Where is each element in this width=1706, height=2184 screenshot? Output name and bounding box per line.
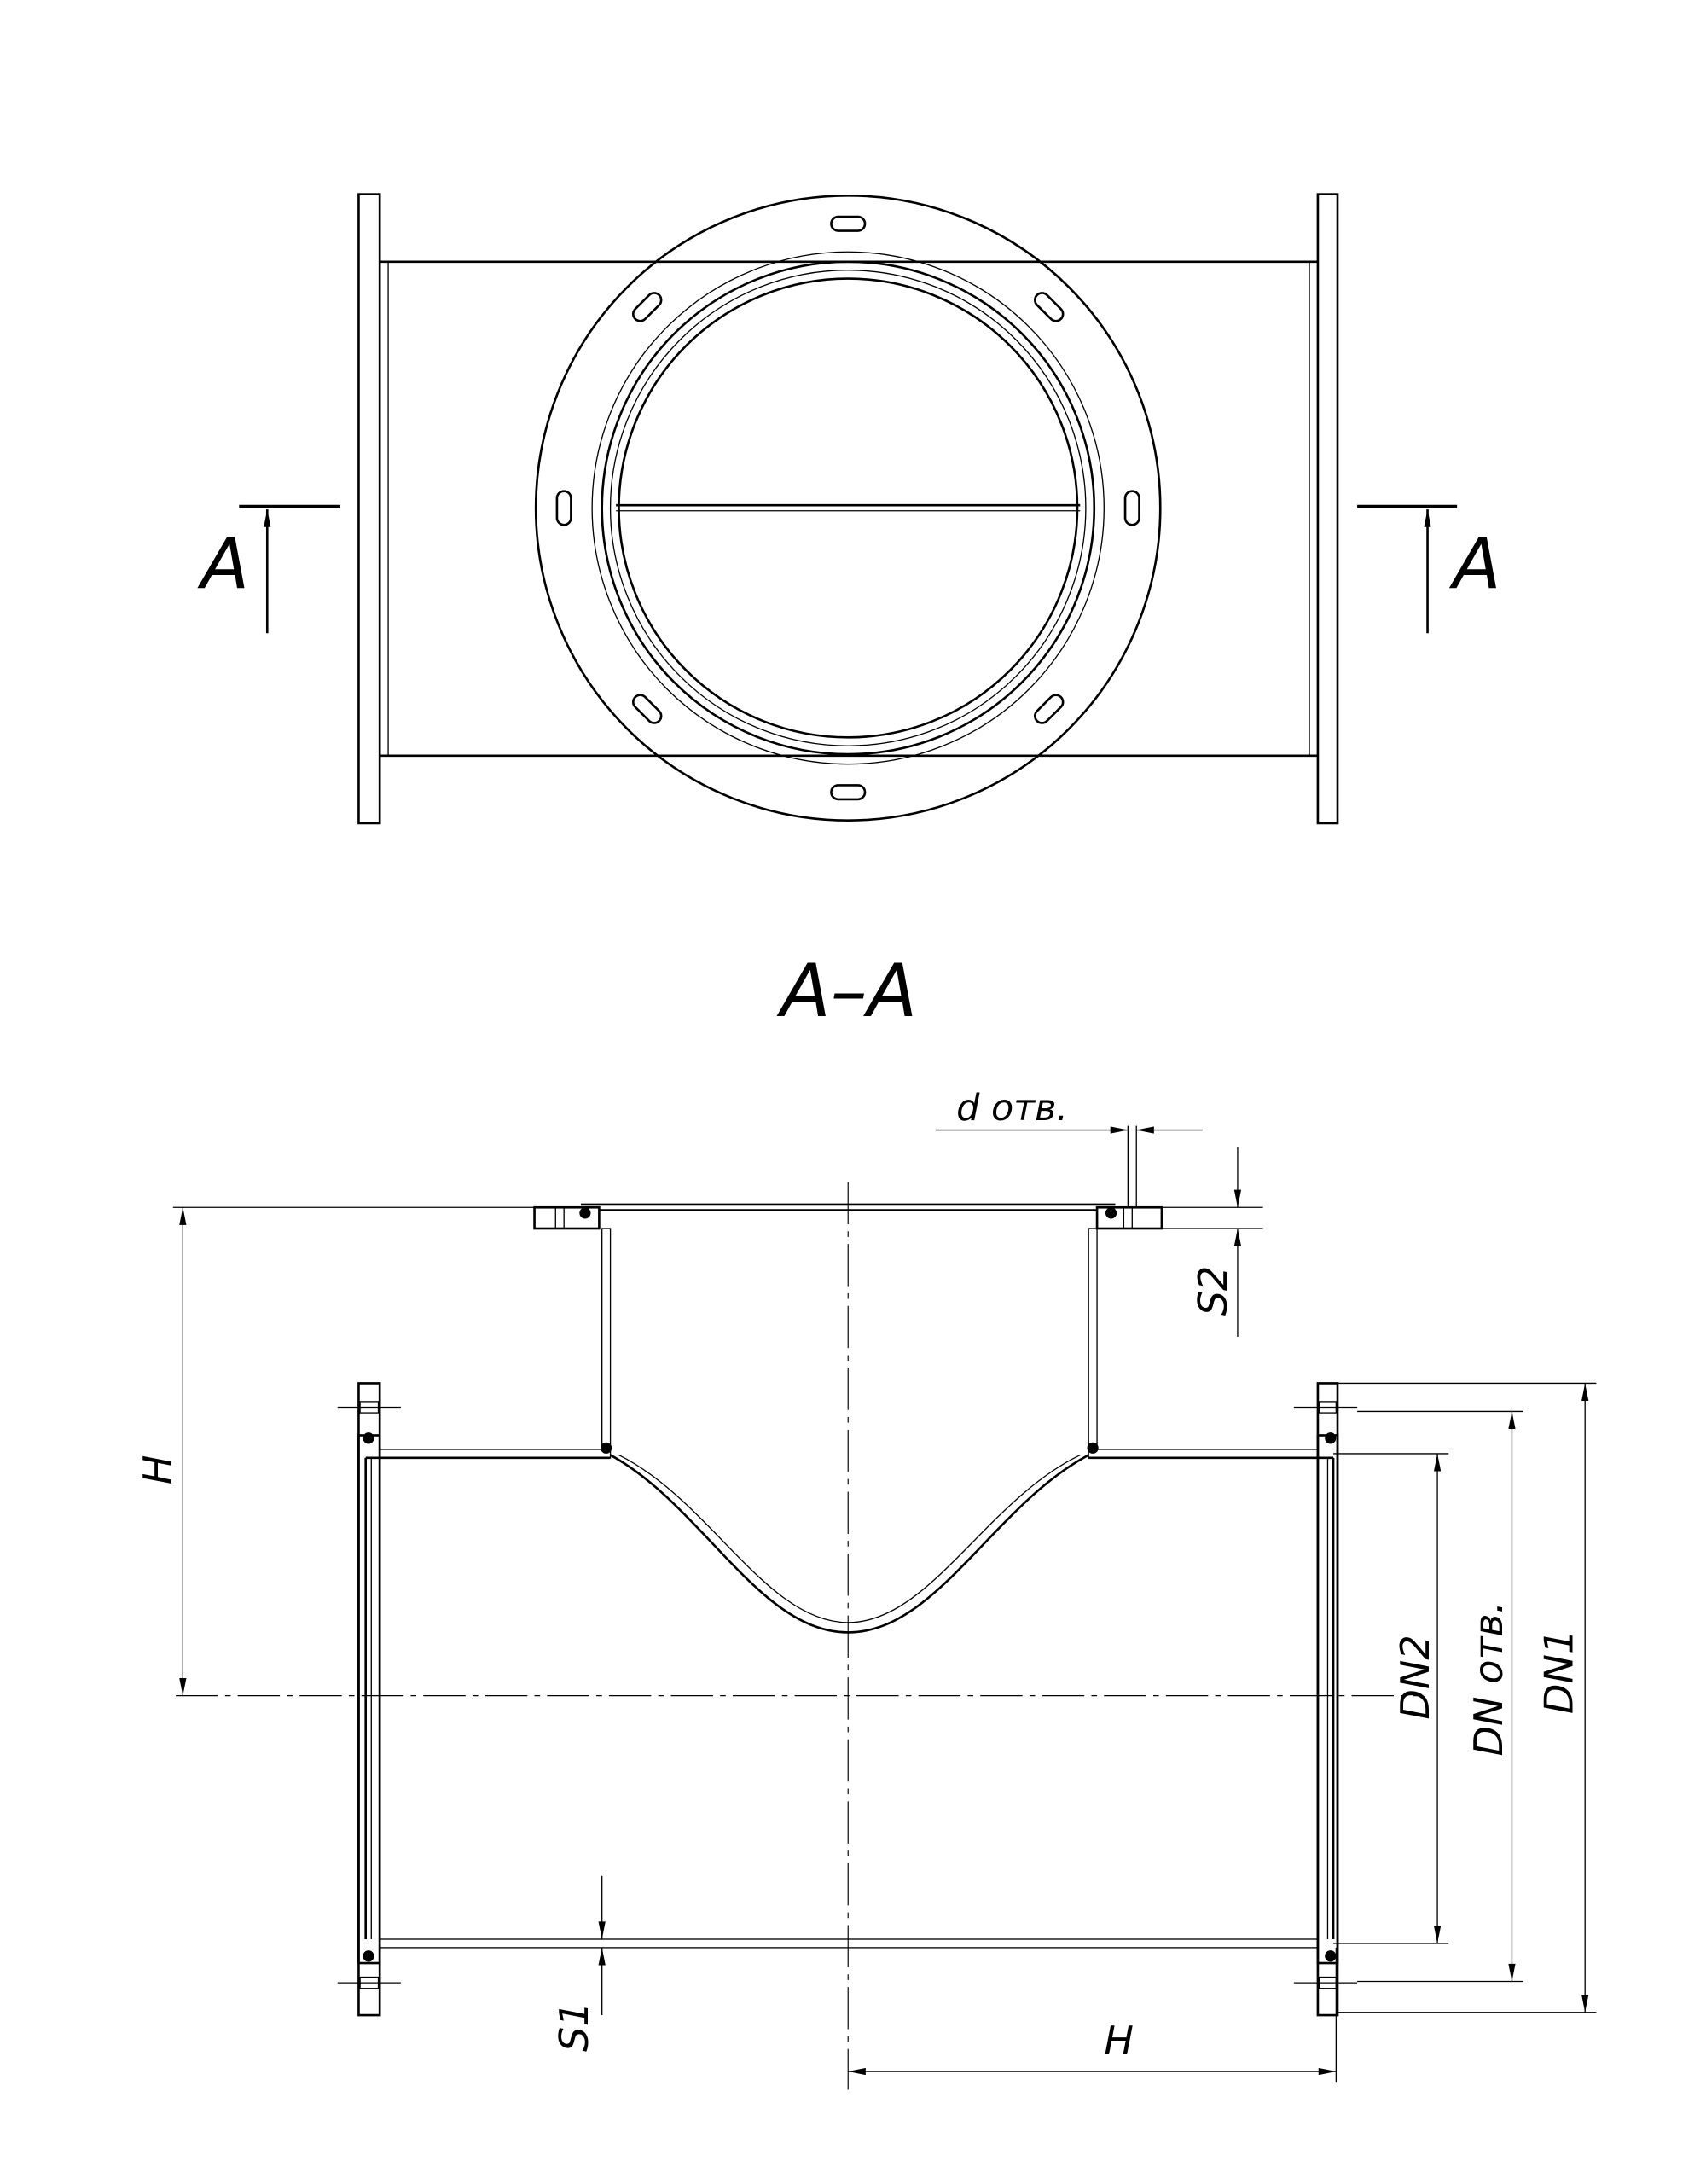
section-view bbox=[176, 1182, 1421, 2090]
dim-dn-holes-label: DN отв. bbox=[1465, 1601, 1512, 1757]
main-flange-left bbox=[357, 1382, 381, 2017]
main-pipe-bottom-wall bbox=[379, 1938, 1319, 1949]
dim-d-holes-label: d отв. bbox=[956, 1087, 1068, 1130]
bolt-slot bbox=[631, 694, 663, 724]
dimensions: H H DN2 DN отв. DN1 S1 S2 d отв. bbox=[135, 1087, 1597, 2083]
bolt-slot bbox=[830, 215, 867, 232]
right-flange bbox=[1316, 193, 1339, 825]
bolt-slot bbox=[631, 292, 663, 322]
branch-flange-outer bbox=[534, 194, 1162, 822]
top-view: A A bbox=[197, 193, 1501, 825]
dim-h-vertical-label: H bbox=[135, 1455, 181, 1484]
dim-dn2-label: DN2 bbox=[1392, 1635, 1438, 1719]
branch-bore bbox=[618, 277, 1079, 739]
section-title: A–A bbox=[776, 949, 917, 1034]
saddle-curve bbox=[609, 1454, 1089, 1634]
section-label-right: A bbox=[1448, 523, 1500, 605]
branch-wall-right bbox=[1088, 1228, 1098, 1450]
dim-s1-label: S1 bbox=[551, 2001, 597, 2052]
dim-s2-label: S2 bbox=[1190, 1266, 1236, 1316]
section-mark-left: A bbox=[197, 504, 341, 634]
bolt-slot bbox=[1034, 694, 1065, 724]
bolt-slot bbox=[1123, 490, 1140, 526]
bolt-slot bbox=[830, 784, 867, 801]
dim-h-horizontal-label: H bbox=[1104, 2018, 1134, 2064]
branch-wall-left bbox=[601, 1228, 612, 1450]
left-flange bbox=[357, 193, 381, 825]
section-label-left: A bbox=[197, 523, 249, 605]
bolt-slots bbox=[555, 215, 1140, 801]
dim-dn1-label: DN1 bbox=[1535, 1629, 1581, 1714]
bolt-slot bbox=[555, 490, 572, 526]
section-mark-right: A bbox=[1357, 504, 1501, 634]
branch-flange-left bbox=[533, 1205, 601, 1230]
bolt-slot bbox=[1034, 292, 1065, 322]
